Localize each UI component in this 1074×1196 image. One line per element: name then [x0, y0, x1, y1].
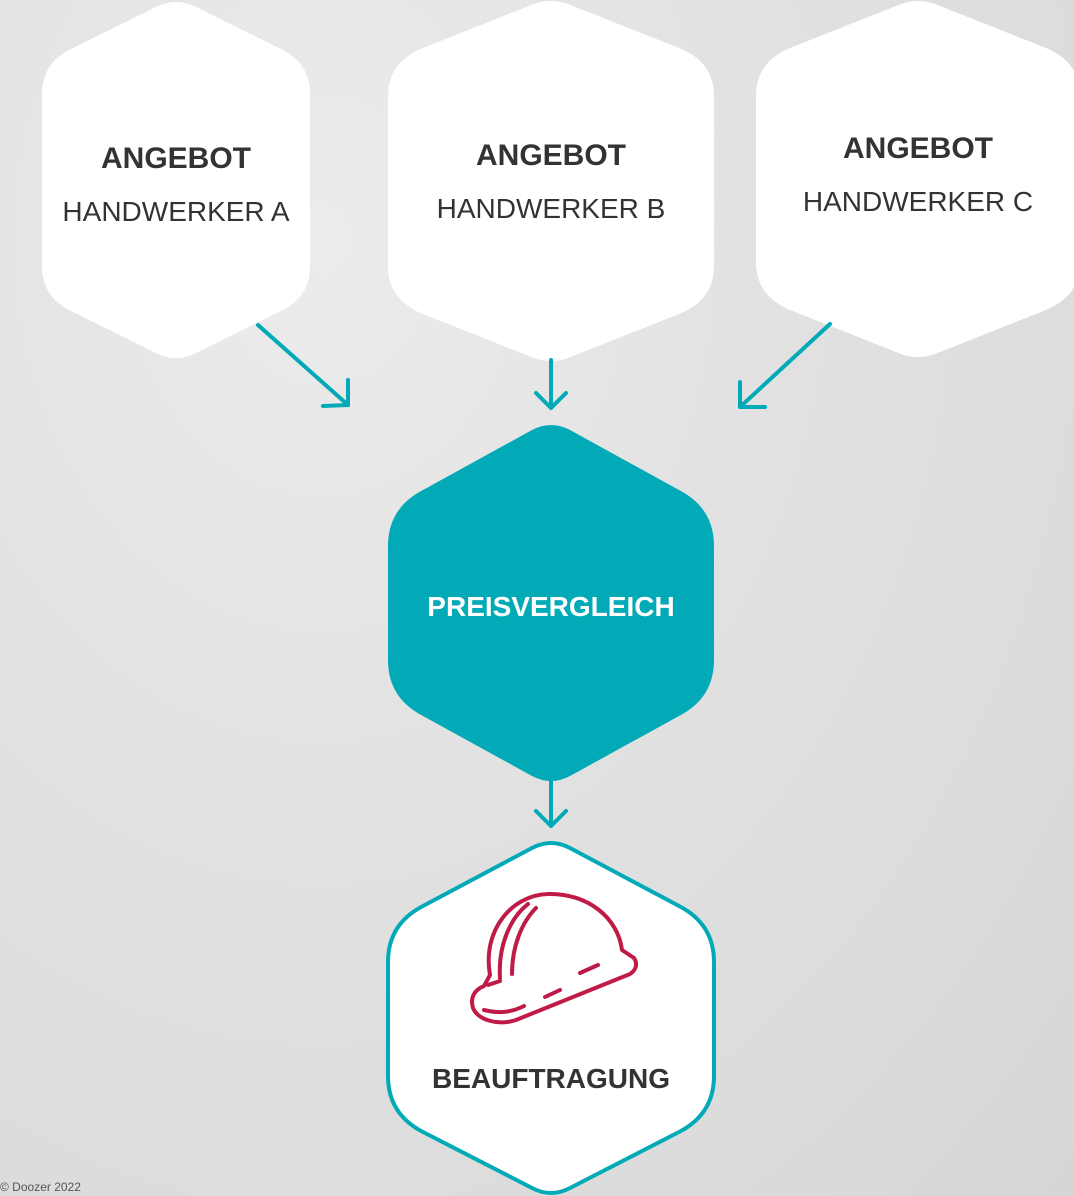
offer-hexagon-c: [756, 1, 1074, 357]
offer-node-a: ANGEBOT HANDWERKER A: [42, 2, 310, 358]
offer-title-a: ANGEBOT: [101, 142, 251, 175]
commission-hexagon: [386, 841, 716, 1195]
arrow-a-to-comparison: [256, 323, 350, 408]
copyright-text: © Doozer 2022: [0, 1180, 81, 1194]
offer-subtitle-b: HANDWERKER B: [437, 193, 666, 224]
comparison-label: PREISVERGLEICH: [427, 591, 674, 622]
offer-title-c: ANGEBOT: [843, 132, 993, 165]
commission-label: BEAUFTRAGUNG: [432, 1063, 670, 1094]
offer-node-c: ANGEBOT HANDWERKER C: [756, 1, 1074, 357]
offer-subtitle-a: HANDWERKER A: [62, 196, 289, 227]
arrow-comparison-to-commission: [534, 773, 568, 828]
offer-hexagon-a: [42, 2, 310, 358]
offer-subtitle-c: HANDWERKER C: [803, 186, 1033, 217]
offer-hexagon-b: [388, 1, 714, 361]
arrow-b-to-comparison: [534, 358, 568, 410]
comparison-node: PREISVERGLEICH: [388, 425, 714, 781]
arrow-c-to-comparison: [738, 322, 832, 409]
offer-node-b: ANGEBOT HANDWERKER B: [388, 1, 714, 361]
hard-hat-icon: [470, 891, 639, 1025]
comparison-hexagon: [388, 425, 714, 781]
offer-title-b: ANGEBOT: [476, 139, 626, 172]
commission-node: BEAUFTRAGUNG: [386, 841, 716, 1195]
